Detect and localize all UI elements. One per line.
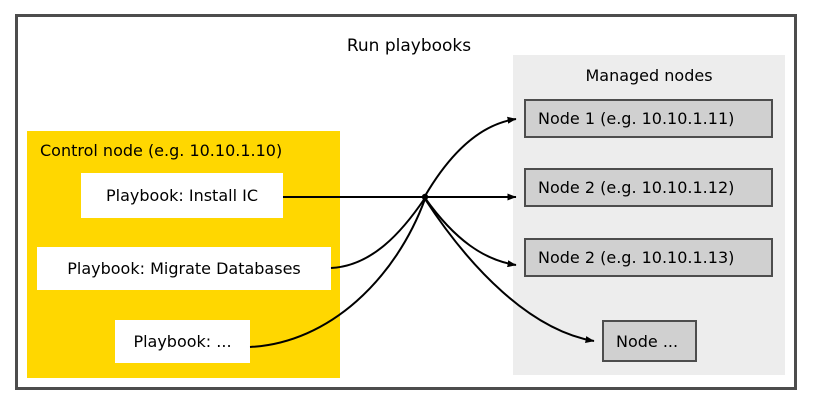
node-box-3[interactable]: Node 2 (e.g. 10.10.1.13) xyxy=(524,238,773,277)
playbook-label: Playbook: Install IC xyxy=(106,186,258,205)
node-label: Node 2 (e.g. 10.10.1.12) xyxy=(538,178,735,197)
managed-nodes-title: Managed nodes xyxy=(585,66,713,85)
playbook-label: Playbook: ... xyxy=(133,332,232,351)
playbook-box-install-ic[interactable]: Playbook: Install IC xyxy=(81,173,283,218)
node-label: Node ... xyxy=(616,331,679,351)
node-box-1[interactable]: Node 1 (e.g. 10.10.1.11) xyxy=(524,99,773,138)
playbook-box-more[interactable]: Playbook: ... xyxy=(115,320,250,363)
node-box-4[interactable]: Node ... xyxy=(602,320,697,362)
control-node-panel: Control node (e.g. 10.10.1.10) Playbook:… xyxy=(27,131,340,378)
node-label: Node 1 (e.g. 10.10.1.11) xyxy=(538,109,735,128)
control-node-title: Control node (e.g. 10.10.1.10) xyxy=(40,141,283,160)
playbook-box-migrate-databases[interactable]: Playbook: Migrate Databases xyxy=(37,247,331,290)
diagram-title: Run playbooks xyxy=(346,36,472,56)
node-box-2[interactable]: Node 2 (e.g. 10.10.1.12) xyxy=(524,168,773,207)
node-label: Node 2 (e.g. 10.10.1.13) xyxy=(538,248,735,267)
managed-nodes-panel: Managed nodes Node 1 (e.g. 10.10.1.11) N… xyxy=(513,55,785,375)
playbook-label: Playbook: Migrate Databases xyxy=(67,259,301,278)
